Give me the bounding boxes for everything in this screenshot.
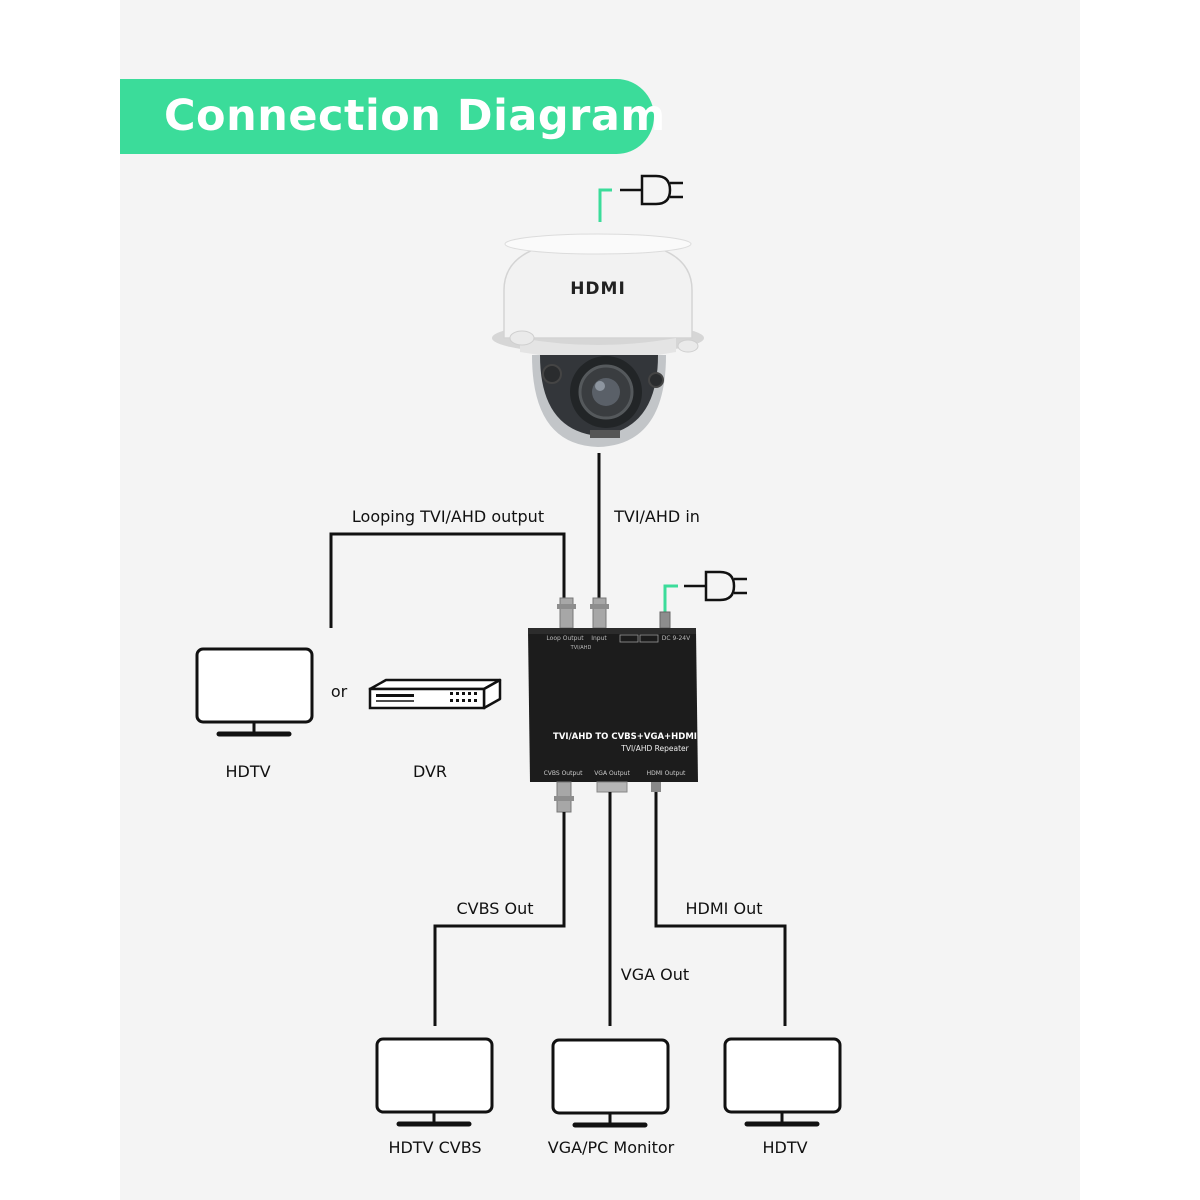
power-plug-icon	[704, 570, 747, 602]
converter-port-label: HDMI Output	[647, 770, 686, 777]
converter-subtitle-text: TVI/AHD Repeater	[620, 744, 689, 753]
converter-power-connector	[663, 570, 747, 620]
cvbs-output-cable	[433, 812, 566, 1026]
dc-jack	[659, 611, 671, 629]
power-plug-icon	[640, 174, 683, 206]
hdtv-left-label: HDTV	[225, 762, 271, 781]
or-label: or	[330, 682, 348, 701]
tv-icon	[375, 1037, 494, 1127]
dvr-label: DVR	[412, 762, 448, 781]
converter-port-label: DC 9-24V	[662, 635, 691, 642]
looping-output-label: Looping TVI/AHD output	[351, 507, 545, 526]
converter-port-label: Loop Output	[546, 635, 584, 642]
title-banner: Connection Diagram	[120, 79, 665, 154]
vga-out-label: VGA Out	[620, 965, 690, 984]
vga-monitor-label: VGA/PC Monitor	[547, 1138, 675, 1157]
tvi-ahd-in-label: TVI/AHD in	[614, 507, 700, 526]
hdmi-output-cable	[654, 792, 787, 1026]
tv-icon	[723, 1037, 842, 1127]
converter-model-text: TVI/AHD TO CVBS+VGA+HDMI	[553, 732, 697, 742]
camera-power-connector	[598, 174, 683, 222]
converter-port-label: CVBS Output	[544, 770, 584, 777]
converter-port-label: Input	[591, 635, 607, 642]
page-title: Connection Diagram	[164, 91, 666, 141]
dvr-icon	[368, 678, 502, 710]
converter-port-label: VGA Output	[594, 770, 630, 777]
bnc-loop-output	[559, 597, 574, 629]
bnc-input	[592, 597, 607, 629]
hdmi-out-label: HDMI Out	[685, 899, 763, 918]
converter-port-label: TVI/AHD	[570, 645, 592, 651]
hdmi-port	[651, 782, 661, 792]
converter-box: Loop Output Input TVI/AHD DC 9-24V TVI/A…	[528, 597, 698, 813]
monitor-icon	[551, 1038, 670, 1128]
hdtv-cvbs-label: HDTV CVBS	[388, 1138, 482, 1157]
hdtv-right-label: HDTV	[762, 1138, 808, 1157]
camera-brand-text: HDMI	[570, 279, 626, 299]
cvbs-out-label: CVBS Out	[456, 899, 534, 918]
vga-port	[596, 781, 628, 793]
dome-camera: HDMI	[492, 233, 704, 447]
looping-output-cable	[329, 532, 566, 628]
tv-icon	[195, 647, 314, 737]
